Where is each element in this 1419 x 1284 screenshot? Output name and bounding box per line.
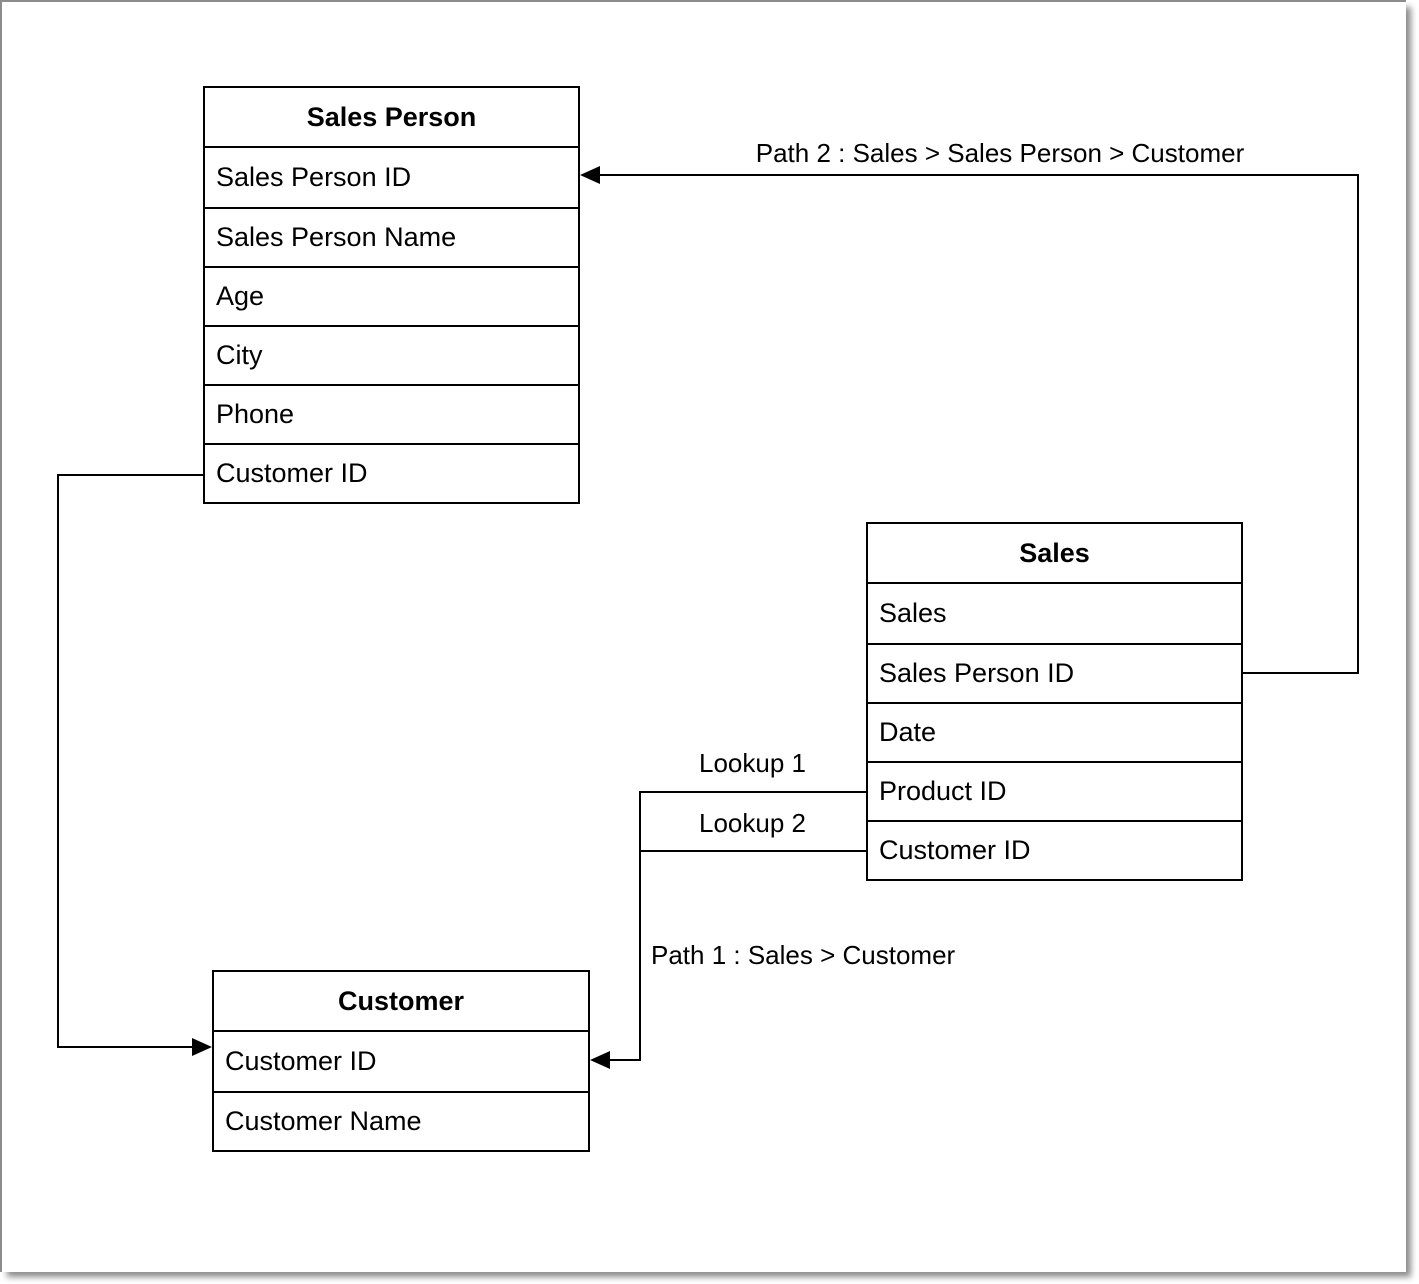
row-sales: Sales [879, 598, 947, 628]
row-customer-id: Customer ID [868, 820, 1241, 879]
connector-path1-vertical-segment [639, 791, 641, 1061]
entity-table-sales: Sales Sales Sales Person ID Date Product… [866, 522, 1243, 881]
connector-lookup1-segment [639, 791, 866, 793]
path1-label: Path 1 : Sales > Customer [651, 940, 956, 970]
row-phone: Phone [205, 384, 578, 443]
lookup2-label: Lookup 2 [699, 808, 806, 838]
connector-path2-bottom-segment [1243, 672, 1359, 674]
row-customer-name: Customer Name [214, 1091, 588, 1150]
connector-spcustomer-top-segment [57, 474, 203, 476]
row-sales-person-id: Sales Person ID [216, 162, 412, 192]
lookup1-label: Lookup 1 [699, 748, 806, 778]
connector-spcustomer-vertical-segment [57, 474, 59, 1048]
entity-table-customer: Customer Customer ID Customer Name [212, 970, 590, 1152]
row-sales-person-id: Sales Person ID [868, 643, 1241, 702]
row-product-id: Product ID [868, 761, 1241, 820]
arrowhead-into-customer-left [192, 1038, 212, 1056]
arrowhead-into-customer-right [590, 1051, 610, 1069]
row-customer-id: Customer ID [205, 443, 578, 502]
row-age: Age [205, 266, 578, 325]
row-sales-person-name: Sales Person Name [205, 207, 578, 266]
connector-path2-vertical-segment [1357, 174, 1359, 674]
path2-label: Path 2 : Sales > Sales Person > Customer [755, 138, 1245, 168]
connector-path1-bottom-segment [608, 1059, 641, 1061]
connector-path2-top-segment [598, 174, 1359, 176]
connector-spcustomer-bottom-segment [59, 1046, 194, 1048]
entity-table-sales-person: Sales Person Sales Person ID Sales Perso… [203, 86, 580, 504]
arrowhead-path2-into-sales-person [580, 166, 600, 184]
table-title-customer: Customer [214, 972, 588, 1032]
row-city: City [205, 325, 578, 384]
row-date: Date [868, 702, 1241, 761]
connector-lookup2-segment [639, 850, 866, 852]
row-customer-id: Customer ID [225, 1046, 377, 1076]
table-title-sales-person: Sales Person [205, 88, 578, 148]
table-title-sales: Sales [868, 524, 1241, 584]
